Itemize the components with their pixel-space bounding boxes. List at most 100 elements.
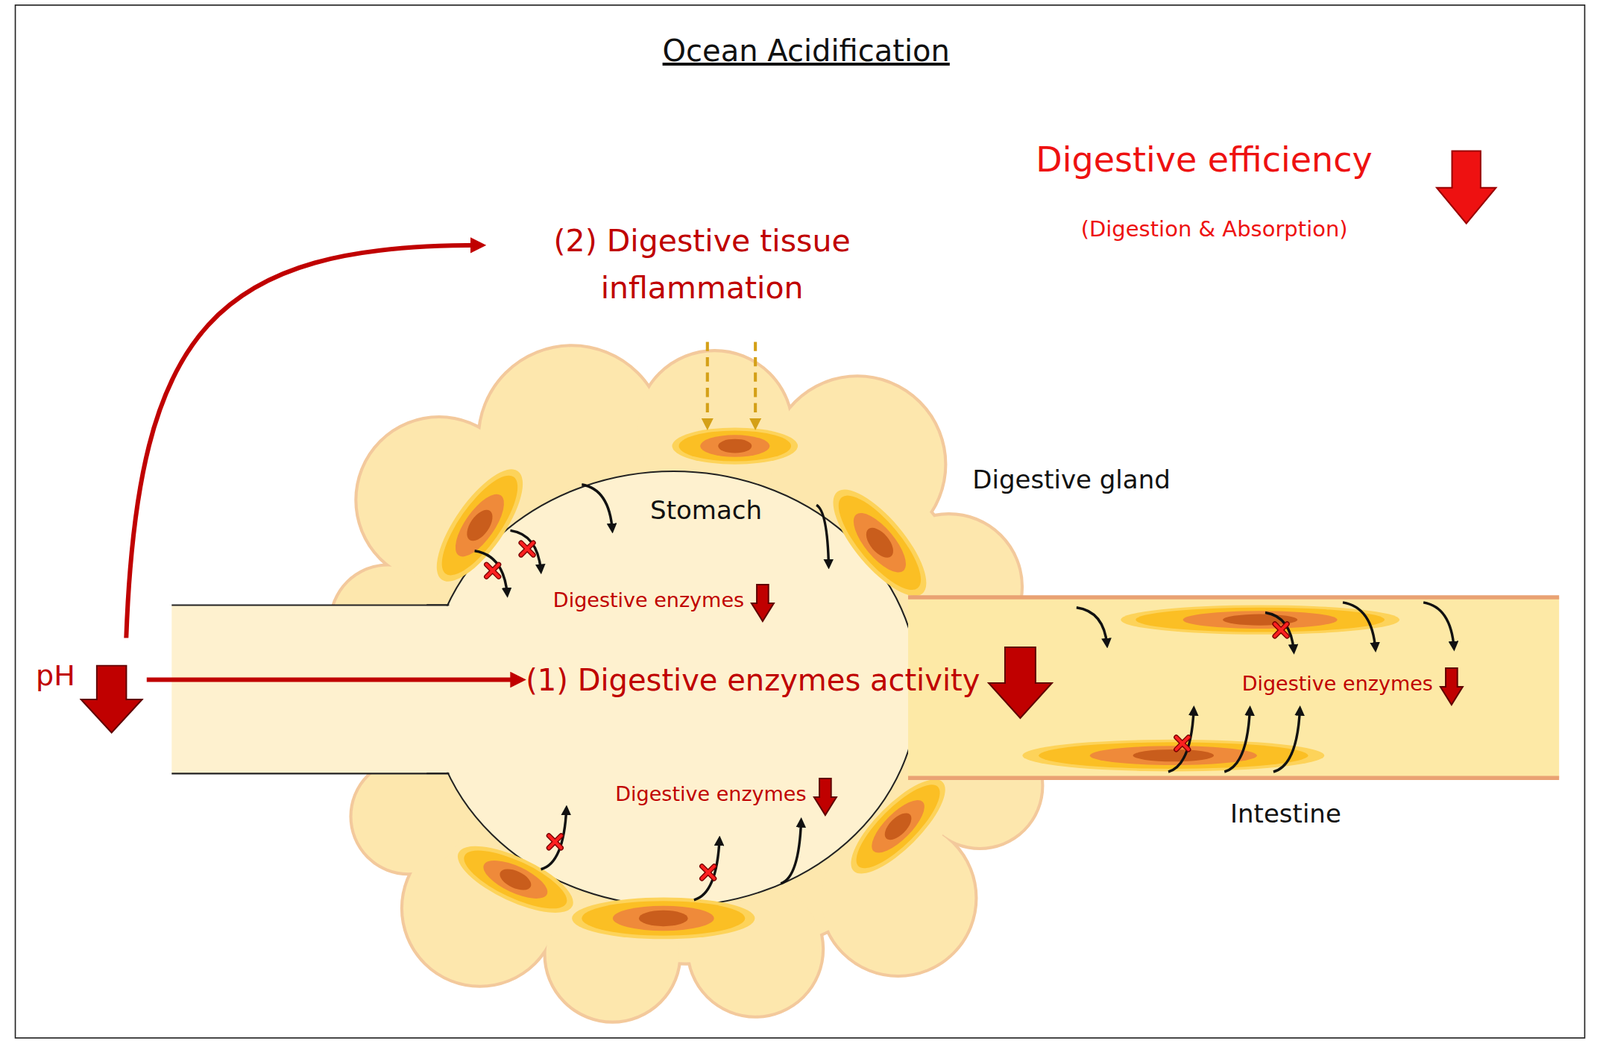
enzyme-label-block: Digestive enzymes: [612, 771, 841, 817]
cell: [671, 427, 798, 464]
effect-label: (2) Digestive tissue inflammation: [483, 214, 922, 316]
organ-label: Digestive gland: [972, 464, 1170, 496]
effect-label-text: (1) Digestive enzymes activity: [525, 662, 980, 698]
secretion-arrow: [509, 530, 541, 572]
secretion-arrow: [816, 504, 829, 566]
organ-label: Stomach: [650, 495, 762, 526]
cell-nucleus: [461, 505, 498, 546]
effect-label: (1) Digestive enzymes activity: [522, 640, 1057, 720]
block-cross: [521, 542, 534, 555]
cell: [817, 476, 941, 610]
cell-body: [428, 465, 531, 586]
enzyme-label-block: Digestive enzymes: [550, 577, 779, 623]
ph-label-text-down-arrow: [79, 665, 144, 735]
cell-halo: [421, 457, 538, 594]
effect-label-text-down-arrow: [987, 646, 1054, 720]
cell-nucleus: [638, 910, 689, 927]
organ-label-block: Digestive gland: [969, 461, 1173, 499]
ph-label-text: pH: [35, 658, 76, 693]
block-cross: [701, 866, 714, 879]
effect-label-text-down-arrow-shape: [988, 647, 1053, 718]
inflammation-arrow: [705, 341, 709, 427]
cell: [448, 832, 582, 927]
cell-cytoplasm: [477, 852, 553, 907]
cell-cytoplasm: [1183, 610, 1338, 629]
esophagus-wall: [171, 772, 465, 774]
cell-halo: [571, 897, 755, 940]
intestine-lumen: [908, 597, 1559, 778]
cell-cytoplasm: [700, 434, 770, 458]
secretion-arrow: [780, 820, 801, 884]
cell-body: [845, 773, 951, 880]
cell-nucleus: [879, 808, 916, 845]
effect-label-text: (2) Digestive tissue inflammation: [486, 217, 919, 313]
secretion-arrow: [581, 484, 613, 531]
esophagus-wall: [171, 604, 465, 607]
secretion-arrow: [474, 550, 507, 595]
cell-nucleus: [1133, 749, 1214, 762]
gland-lobe: [351, 760, 465, 874]
secretion-arrow: [1224, 708, 1250, 772]
cell-body: [1038, 741, 1308, 769]
secretion-arrow: [540, 808, 566, 870]
cell-body: [581, 900, 745, 936]
cell-nucleus: [496, 864, 535, 895]
cell-body: [826, 484, 934, 602]
outcome-label-block: Digestive efficiency: [1032, 136, 1375, 184]
ph-label-text-down-arrow-shape: [81, 665, 143, 733]
outcome-note: (Digestion & Absorption): [1081, 215, 1348, 242]
outcome-note-block: (Digestion & Absorption): [1078, 212, 1351, 245]
cell-halo: [448, 832, 582, 927]
enzyme-label: Digestive enzymes: [1242, 671, 1433, 696]
cell-body: [678, 430, 792, 462]
cell-nucleus: [861, 523, 899, 563]
block-cross: [486, 564, 499, 577]
organ-label-block: Stomach: [647, 492, 765, 529]
efficiency-down-arrow: [1436, 151, 1496, 224]
inflammation-arrow: [753, 341, 757, 427]
secretion-arrow: [1342, 601, 1376, 649]
secretion-arrow: [1273, 708, 1301, 772]
ph-label: pH: [32, 638, 147, 714]
enzyme-label-down-arrow-shape: [751, 584, 774, 622]
block-cross: [1274, 623, 1287, 636]
diagram-title: Ocean Acidification: [662, 32, 950, 69]
enzyme-label: Digestive enzymes: [615, 782, 806, 806]
cell-cytoplasm: [864, 792, 932, 861]
cell-cytoplasm: [844, 505, 915, 581]
cell: [571, 897, 755, 940]
cell: [838, 766, 959, 887]
enzyme-label-down-arrow-shape: [1440, 668, 1463, 705]
cell-body: [457, 839, 575, 921]
cell-halo: [671, 427, 798, 464]
secretion-arrow: [1265, 612, 1294, 651]
enzyme-label-down-arrow-shape: [814, 778, 837, 815]
enzyme-label-down-arrow: [1438, 667, 1465, 707]
secretion-arrow: [1076, 606, 1108, 645]
intestine-wall: [908, 775, 1559, 780]
esophagus: [171, 605, 468, 774]
cell-halo: [838, 766, 959, 887]
effect-arrow: [126, 245, 480, 639]
cell-halo: [1022, 738, 1325, 771]
enzyme-label-down-arrow: [750, 583, 776, 623]
block-cross: [1176, 736, 1189, 749]
esophagus-wall: [426, 604, 449, 607]
block-cross: [521, 542, 534, 555]
cell-halo: [817, 476, 941, 610]
block-cross: [1176, 736, 1189, 749]
secretion-arrow: [1423, 601, 1454, 648]
cell-body: [1135, 606, 1385, 632]
cell: [1022, 738, 1325, 771]
block-cross: [548, 835, 561, 848]
secretion-arrow: [694, 838, 720, 900]
cell-cytoplasm: [1090, 745, 1258, 765]
enzyme-label-down-arrow: [812, 777, 839, 817]
block-cross: [548, 835, 561, 848]
outcome-label: Digestive efficiency: [1035, 139, 1372, 181]
effect-arrow: [146, 677, 520, 683]
frame-border: [15, 5, 1586, 1038]
block-cross: [486, 564, 499, 577]
cell-cytoplasm: [612, 905, 715, 932]
